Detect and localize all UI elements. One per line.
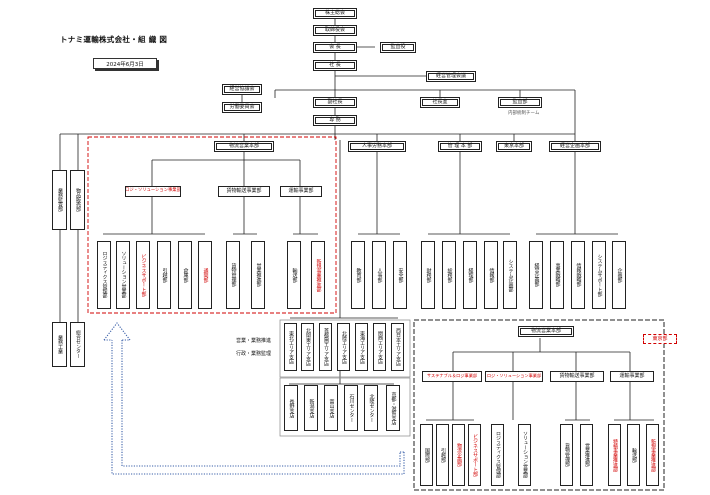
plan-unit: 企画部: [612, 241, 626, 309]
regional-label: 行政・業務監理: [236, 351, 272, 357]
mgmt-council-box: 経営管理会議: [426, 71, 476, 82]
vp-box: 副社長: [313, 97, 357, 108]
logi-unit: 引越部: [157, 241, 171, 309]
admin-unit: 経理部: [463, 241, 477, 309]
branch-box: 富山支店: [324, 385, 338, 431]
left-vertical-industry: 業務工業: [52, 322, 67, 367]
admin-unit: システム企画部: [503, 241, 517, 309]
right-unit: 新規事業推進部: [646, 424, 659, 486]
board-box: 取締役会: [313, 25, 357, 36]
shareholders-box: 株主総会: [313, 8, 357, 19]
division-tokyo: 東京本部: [496, 141, 532, 152]
audit-dept-box: 監査部: [498, 97, 542, 108]
region-box: 関西エリア支店: [373, 323, 386, 371]
region-box: 西日本エリア支店: [391, 323, 404, 371]
branch-box: 新潟支店: [304, 385, 318, 431]
right-panel-head: 物流営業本部: [518, 326, 574, 337]
logi-unit: ロジスティクス管理部: [97, 241, 111, 309]
logi-sub-cargo: 貨物輸送事業部: [218, 186, 270, 197]
left-vertical-audit: 業務監査部: [52, 170, 67, 230]
branch-box: 京都・滋賀支店: [386, 385, 400, 431]
right-unit: ソリューション営業部: [518, 424, 531, 486]
region-box: 北関東エリア支店: [301, 323, 314, 371]
right-sub-cargo: 貨物輸送事業部: [550, 371, 604, 382]
logi-unit: 通関部: [198, 241, 212, 309]
hr-unit: 人事部: [372, 241, 386, 309]
right-unit: 輸送部: [627, 424, 640, 486]
regional-label: 営業・業務推進: [236, 338, 272, 344]
logi-unit: 輸送部: [287, 241, 301, 309]
right-unit: 貨物管理部: [560, 424, 573, 486]
region-box: 首都圏エリア支店: [319, 323, 332, 371]
exec-office-box: 社長室: [420, 97, 460, 108]
mgmt-committee-box: 経営協議会: [222, 84, 262, 95]
date-badge: 2024年6月3日: [93, 58, 157, 69]
chairman-box: 会 長: [313, 42, 357, 53]
right-panel-tag: 東京部: [643, 334, 677, 344]
branch-box: 長野支店: [284, 385, 298, 431]
hr-unit: 教育部: [351, 241, 365, 309]
safety-committee-box: 労働委員会: [222, 102, 262, 113]
logi-unit: ソリューション営業部: [116, 241, 130, 309]
region-box: 北陸エリア支店: [337, 323, 350, 371]
logi-unit: 新規事業推進部: [311, 241, 325, 309]
division-admin: 管 理 本 部: [438, 141, 482, 152]
right-unit: 特積事業推進部: [608, 424, 621, 486]
region-box: 東北エリア支店: [284, 323, 297, 371]
exec-managing-box: 専 務: [313, 115, 357, 126]
right-sub-sustainable: サステナブル＆ロジ事業部: [422, 371, 482, 382]
right-sub-transport: 運輸事業部: [610, 371, 654, 382]
left-vertical-sales: 物品販売部: [70, 170, 85, 230]
logi-unit: 営業推進部: [251, 241, 265, 309]
logi-sub-solution: ロジ・ソリューション事業部: [125, 186, 181, 197]
right-sub-solution: ロジ・ソリューション事業部: [485, 371, 543, 382]
logi-unit: ビジネスサポート部: [136, 241, 150, 309]
right-unit: 国際部: [420, 424, 433, 486]
right-unit: 営業推進部: [580, 424, 593, 486]
logi-sub-transport: 運輸事業部: [280, 186, 322, 197]
branch-box: 石川センター: [344, 385, 358, 431]
right-unit: 引越部: [436, 424, 449, 486]
right-unit: 物流企画部: [452, 424, 465, 486]
hr-unit: 安全部: [393, 241, 407, 309]
logi-unit: 貨物管理部: [226, 241, 240, 309]
branch-box: 北陸センター: [364, 385, 378, 431]
plan-unit: 事業戦略部: [550, 241, 564, 309]
division-planning: 経営企画本部: [549, 141, 601, 152]
right-unit: ビジネスサポート部: [468, 424, 481, 486]
right-unit: ロジスティクス管理部: [491, 424, 504, 486]
admin-unit: 情報部: [484, 241, 498, 309]
logi-unit: 倉庫部: [178, 241, 192, 309]
admin-unit: 財務部: [421, 241, 435, 309]
plan-unit: 情報戦略部: [571, 241, 585, 309]
region-box: 東海エリア支店: [355, 323, 368, 371]
admin-unit: 総務部: [442, 241, 456, 309]
plan-unit: システムサポート部: [592, 241, 606, 309]
plan-unit: 経営企画部: [529, 241, 543, 309]
audit-team-label: 内部統制チーム: [508, 111, 540, 116]
division-logistics: 物流営業本部: [214, 141, 274, 152]
audit-office-box: 監査役: [380, 42, 416, 53]
page-title: トナミ運輸株式会社・組 織 図: [60, 35, 168, 44]
left-vertical-center: 総合センター: [70, 322, 85, 367]
president-box: 社 長: [313, 60, 357, 71]
division-hr: 人事労務本部: [348, 141, 406, 152]
